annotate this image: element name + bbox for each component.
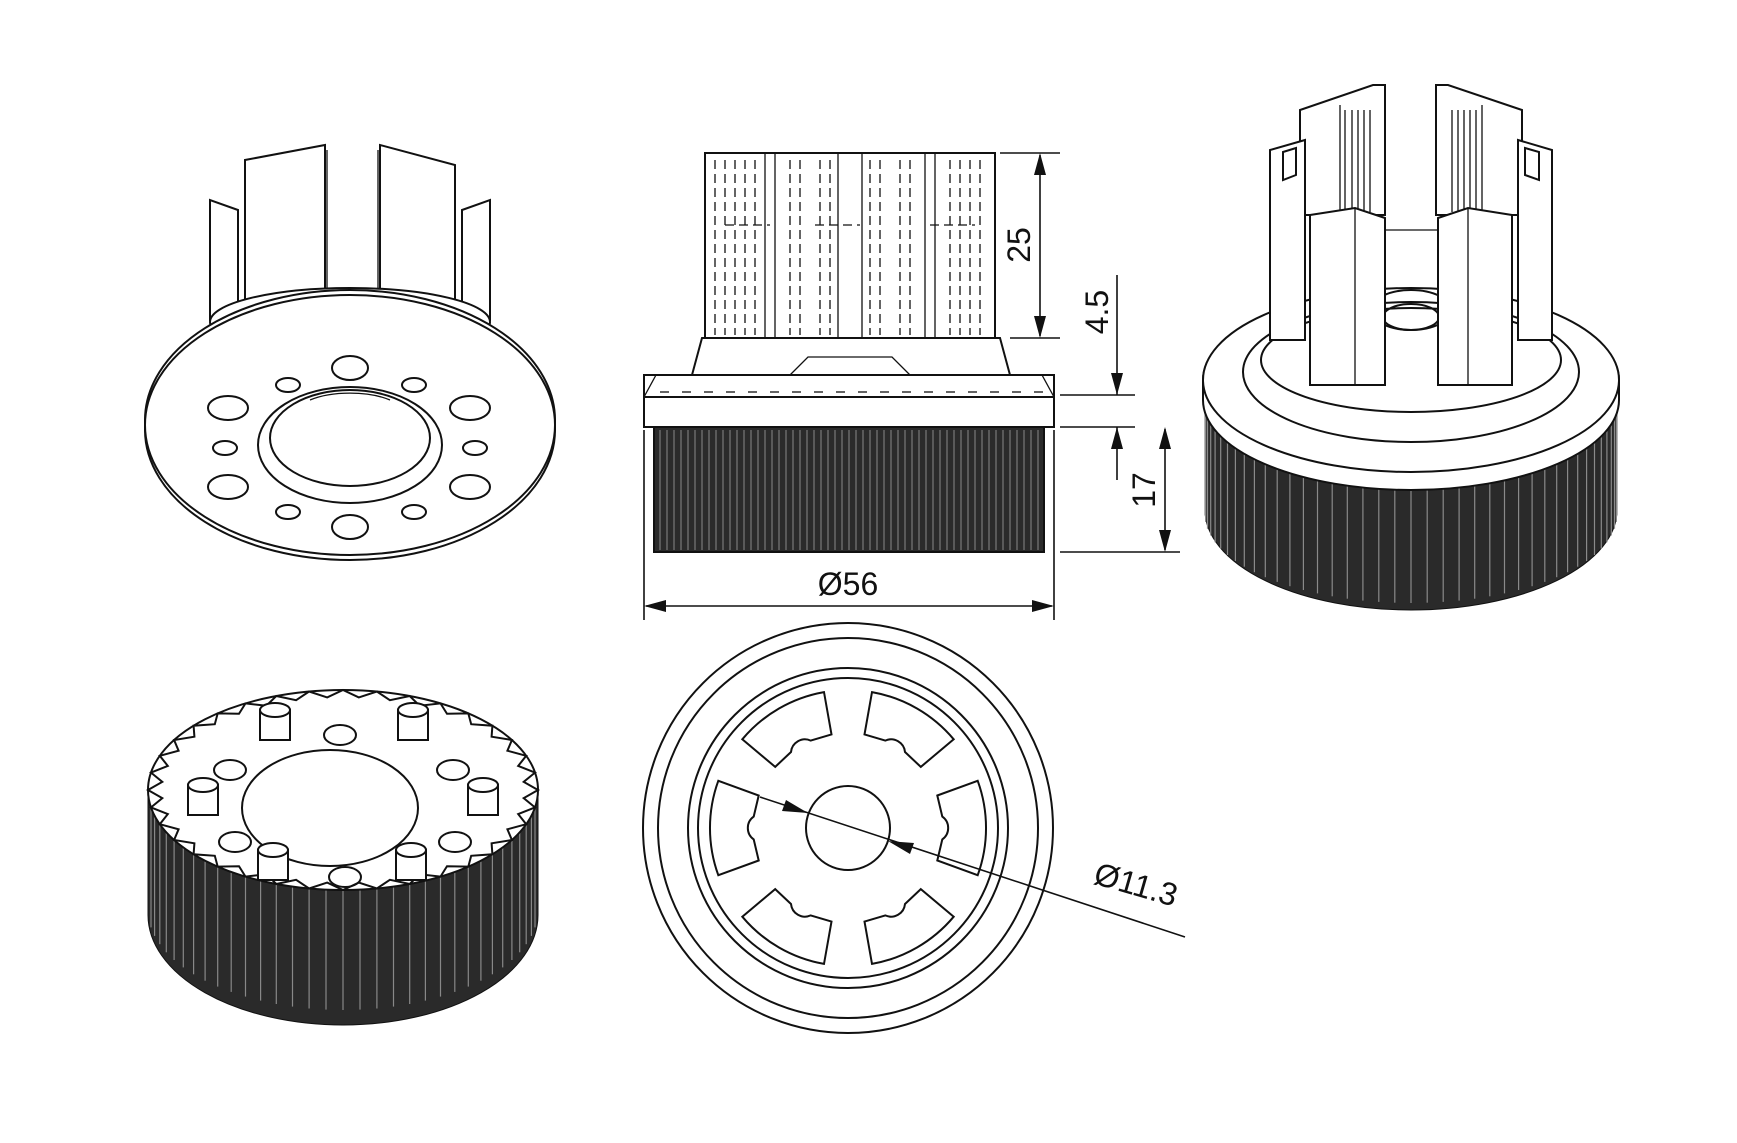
dimension-teeth-height: 17 xyxy=(1060,427,1180,553)
dimension-flange-thickness: 4.5 xyxy=(1060,275,1135,480)
top-view xyxy=(642,622,1054,1034)
dimension-outer-diameter: Ø56 xyxy=(643,430,1055,620)
dim-label-o56: Ø56 xyxy=(818,566,878,602)
dim-label-17: 17 xyxy=(1126,472,1162,508)
dim-label-25: 25 xyxy=(1001,227,1037,263)
iso-view-toothed-pulley xyxy=(145,688,541,1026)
dim-label-o11-3: Ø11.3 xyxy=(1090,855,1181,913)
front-view xyxy=(643,152,1055,553)
iso-view-right xyxy=(1202,84,1620,611)
dim-label-4-5: 4.5 xyxy=(1079,290,1115,334)
iso-view-flange-top xyxy=(144,143,556,561)
dimension-post-height: 25 xyxy=(1000,152,1060,339)
